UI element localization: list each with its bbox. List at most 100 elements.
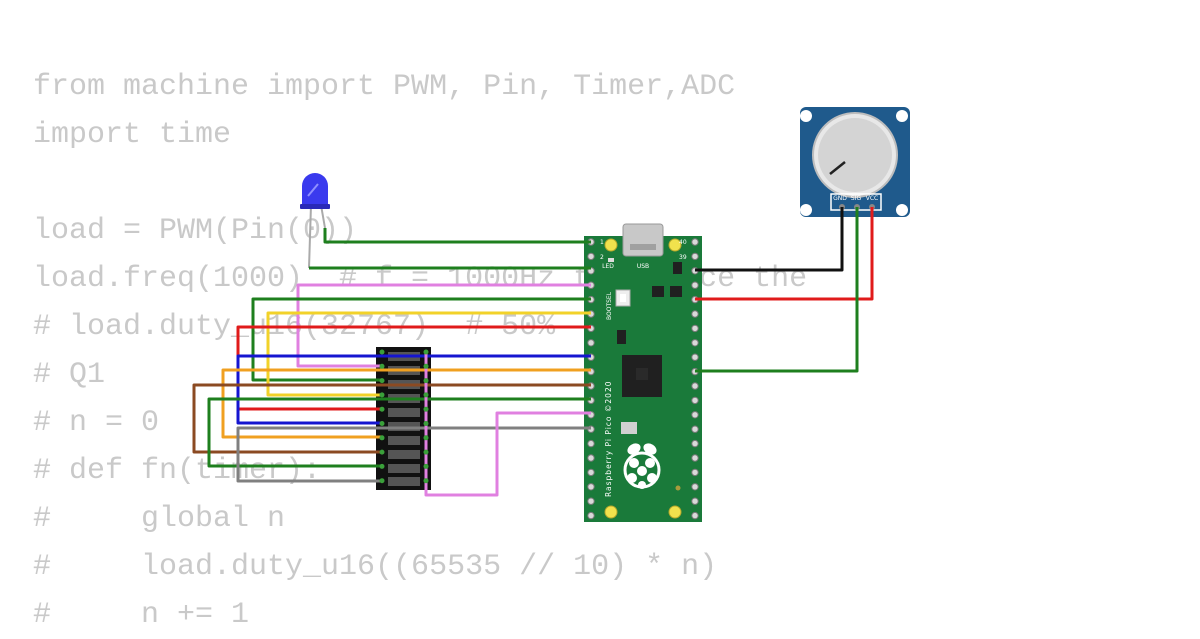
test-pad	[675, 485, 681, 491]
pico-pin[interactable]	[587, 439, 595, 448]
pico-pin[interactable]	[691, 382, 699, 390]
pico-pin[interactable]	[691, 238, 699, 246]
pico-led-label: LED	[602, 263, 614, 270]
bar-graph-pin[interactable]	[423, 378, 429, 384]
pico-pin[interactable]	[691, 281, 699, 289]
pico-pin[interactable]	[691, 353, 699, 361]
bar-graph-pin[interactable]	[423, 363, 429, 369]
bar-graph-pin[interactable]	[379, 421, 385, 426]
pico-pin[interactable]	[587, 483, 595, 491]
pico-pin[interactable]	[691, 310, 699, 318]
bar-graph-pin[interactable]	[379, 378, 385, 384]
pot-pin-sig-label: SIG	[851, 195, 862, 202]
led[interactable]	[300, 173, 330, 269]
wire-brown-bar7[interactable]	[192, 383, 591, 454]
pico-pin[interactable]	[587, 497, 595, 505]
bar-graph-pin[interactable]	[379, 478, 385, 484]
wire-orange-bar6[interactable]	[221, 368, 591, 439]
bar-graph-pin[interactable]	[423, 449, 429, 455]
pot-mount-hole	[896, 110, 908, 122]
pico-pin1-label: 1	[600, 239, 604, 246]
bar-graph-pin[interactable]	[379, 406, 385, 412]
potentiometer[interactable]: GND SIG VCC	[800, 107, 910, 217]
pico-board-text: Raspberry Pi Pico ©2020	[604, 381, 613, 498]
pico-pin[interactable]	[691, 454, 699, 462]
wire-blue-bar5[interactable]	[236, 354, 591, 425]
mount-hole	[668, 505, 682, 519]
led-leg-cathode	[308, 204, 312, 269]
bar-graph-pin[interactable]	[423, 406, 429, 412]
led-bar-graph[interactable]	[376, 347, 431, 490]
pico-pin[interactable]	[691, 483, 699, 491]
bar-graph-pin[interactable]	[423, 392, 429, 398]
code-overlay: from machine import PWM, Pin, Timer,ADC i…	[33, 63, 807, 639]
onboard-led	[608, 258, 614, 262]
pico-pin[interactable]	[587, 454, 595, 462]
crystal	[673, 262, 682, 274]
small-ic	[617, 330, 626, 344]
wire-green-led-gp0[interactable]	[323, 228, 591, 244]
bar-graph-pin[interactable]	[423, 435, 429, 441]
pico-pin2-label: 2	[600, 254, 604, 261]
mount-hole	[668, 238, 682, 252]
bar-graph-pin[interactable]	[379, 392, 385, 398]
pico-pin[interactable]	[691, 439, 699, 448]
raspberry-pi-pico[interactable]: LED USB 1 2 40 39 BOOTSEL Raspberry Pi P…	[584, 223, 702, 522]
pico-pin[interactable]	[691, 468, 699, 477]
pico-pin[interactable]	[691, 425, 699, 433]
bar-graph-pin[interactable]	[379, 435, 385, 441]
code-line: # n += 1	[33, 598, 250, 632]
pico-pin40-label: 40	[679, 239, 687, 246]
flash-chip	[652, 286, 664, 297]
pot-knob[interactable]	[818, 118, 892, 192]
bar-graph-pin[interactable]	[379, 449, 385, 455]
wire-pink-common[interactable]	[424, 352, 591, 497]
pot-mount-hole	[800, 204, 812, 216]
raspberry-logo	[623, 443, 661, 489]
mount-hole	[604, 505, 618, 519]
pico-pin[interactable]	[691, 339, 699, 347]
pico-pin[interactable]	[587, 511, 595, 520]
pico-pin[interactable]	[587, 468, 595, 477]
mount-hole	[604, 238, 618, 252]
bar-graph-pin[interactable]	[423, 463, 429, 469]
bootsel-button-cap	[620, 294, 626, 302]
pico-pin[interactable]	[691, 252, 699, 261]
wire-green-bar2[interactable]	[251, 297, 591, 382]
pico-pin[interactable]	[587, 252, 595, 261]
code-line: # load.duty_u16((65535 // 10) * n)	[33, 550, 718, 584]
wire-yellow-bar3[interactable]	[266, 311, 591, 397]
bar-graph-pin[interactable]	[379, 363, 385, 369]
code-line: # n = 0	[33, 406, 160, 440]
bar-graph-pin[interactable]	[379, 349, 385, 355]
code-line: # Q1	[33, 358, 106, 392]
pico-bootsel-label: BOOTSEL	[606, 291, 613, 320]
wire-gray-bar9[interactable]	[236, 426, 591, 483]
wire-black-pot-gnd[interactable]	[695, 207, 844, 272]
wire-green-bar8[interactable]	[207, 397, 591, 468]
wire-red-pot-vcc[interactable]	[695, 207, 874, 301]
bar-graph-pin[interactable]	[379, 463, 385, 469]
pico-pin[interactable]	[691, 411, 699, 419]
bar-graph-pin[interactable]	[423, 349, 429, 355]
code-line: # global n	[33, 502, 286, 536]
pico-pin[interactable]	[691, 497, 699, 505]
pico-pin[interactable]	[691, 511, 699, 520]
pot-mount-hole	[896, 204, 908, 216]
usb-connector[interactable]	[622, 223, 664, 257]
debug-pads	[621, 422, 637, 434]
rp2040-logo	[636, 368, 648, 380]
code-line: import time	[33, 118, 232, 152]
code-line: from machine import PWM, Pin, Timer,ADC	[33, 70, 736, 104]
bar-graph-pin[interactable]	[423, 478, 429, 484]
pico-pin39-label: 39	[679, 254, 687, 261]
pico-pin[interactable]	[587, 339, 595, 347]
led-highlight	[307, 183, 319, 197]
pico-pin[interactable]	[691, 396, 699, 405]
wires	[192, 207, 874, 497]
bar-graph-pin[interactable]	[423, 421, 429, 426]
wire-green-pot-sig[interactable]	[695, 207, 859, 373]
pico-usb-label: USB	[637, 263, 649, 270]
pico-pin[interactable]	[691, 324, 699, 333]
pot-knob-indicator	[829, 161, 846, 175]
